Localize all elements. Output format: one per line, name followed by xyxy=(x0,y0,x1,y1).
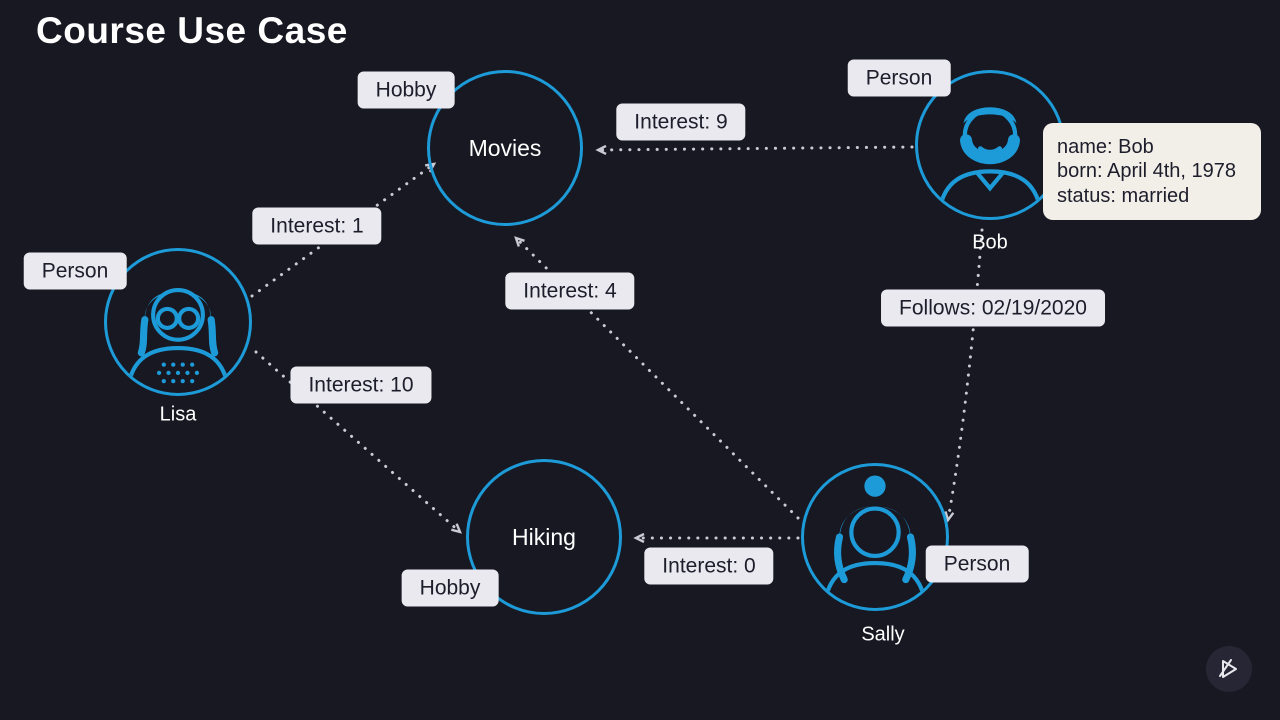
sally-avatar-icon xyxy=(823,475,927,603)
bob-property-name: name: Bob xyxy=(1057,136,1154,158)
name-sally: Sally xyxy=(861,623,905,646)
page-title: Course Use Case xyxy=(36,10,348,51)
name-bob: Bob xyxy=(972,231,1008,254)
node-lisa xyxy=(104,248,252,396)
node-movies: Movies xyxy=(427,70,583,226)
edge-label-interest-1: Interest: 1 xyxy=(252,207,382,245)
node-sally xyxy=(801,463,949,611)
edge-label-interest-9: Interest: 9 xyxy=(616,103,746,141)
play-forward-icon xyxy=(1219,659,1237,678)
play-button[interactable] xyxy=(1206,646,1252,692)
bob-avatar-icon xyxy=(937,107,1043,212)
lisa-avatar-icon xyxy=(126,287,230,388)
edge-label-interest-10: Interest: 10 xyxy=(290,366,432,404)
label-hobby-hiking: Hobby xyxy=(401,569,499,607)
bob-property-born: born: April 4th, 1978 xyxy=(1057,160,1237,183)
edge-line-bob-movies xyxy=(598,147,914,150)
edge-line-bob-sally xyxy=(948,228,984,520)
bob-property-card: name: Bob born: April 4th, 1978 status: … xyxy=(1043,123,1261,221)
node-hiking: Hiking xyxy=(466,459,622,615)
label-person-sally: Person xyxy=(925,545,1029,583)
bob-property-status: status: married xyxy=(1057,184,1190,207)
edge-label-follows: Follows: 02/19/2020 xyxy=(881,289,1105,327)
label-person-lisa: Person xyxy=(23,252,127,290)
edge-line-lisa-movies xyxy=(250,164,434,298)
edge-label-interest-4: Interest: 4 xyxy=(505,272,635,310)
edge-line-lisa-hiking xyxy=(254,350,460,532)
name-lisa: Lisa xyxy=(159,403,197,426)
label-person-bob: Person xyxy=(847,59,951,97)
node-movies-label: Movies xyxy=(468,134,542,161)
node-hiking-label: Hiking xyxy=(512,523,576,550)
label-hobby-movies: Hobby xyxy=(357,71,455,109)
edge-label-interest-0: Interest: 0 xyxy=(644,547,774,585)
